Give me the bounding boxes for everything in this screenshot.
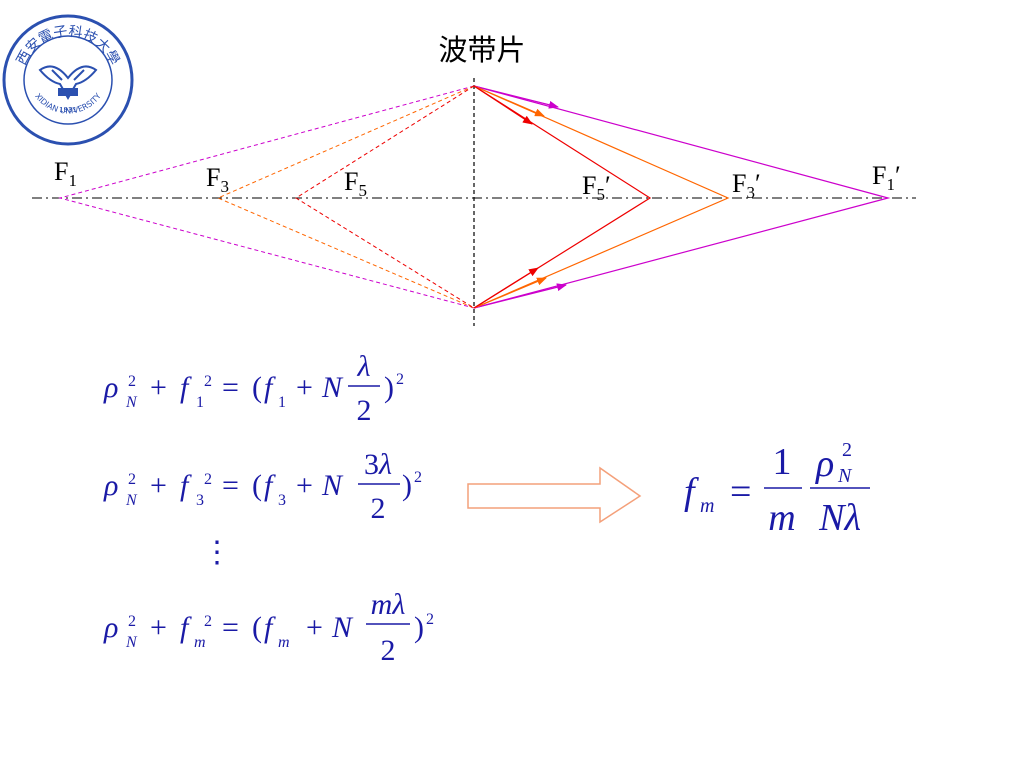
svg-text:mλ: mλ bbox=[371, 588, 406, 621]
svg-text:N: N bbox=[837, 465, 853, 487]
result-equation: f m = 1 m ρ 2 N Nλ bbox=[684, 439, 870, 539]
svg-text:2: 2 bbox=[371, 492, 386, 525]
eagle-emblem-icon bbox=[38, 65, 98, 101]
arrow-top-f3 bbox=[473, 85, 545, 117]
svg-text:Nλ: Nλ bbox=[818, 497, 861, 539]
svg-text:(: ( bbox=[252, 469, 262, 502]
svg-text:2: 2 bbox=[357, 394, 372, 427]
svg-text:f: f bbox=[264, 371, 276, 404]
svg-text:ρ: ρ bbox=[815, 443, 834, 485]
svg-text:): ) bbox=[402, 469, 412, 502]
svg-text:+: + bbox=[150, 371, 167, 404]
svg-text:+: + bbox=[306, 611, 323, 644]
label-f3-prime: F3′ bbox=[732, 169, 761, 202]
vertical-ellipsis: ⋮ bbox=[202, 536, 232, 569]
ray-f1-prime bbox=[473, 85, 891, 309]
svg-text:3λ: 3λ bbox=[364, 448, 392, 481]
svg-text:+: + bbox=[150, 469, 167, 502]
svg-text:ρ: ρ bbox=[103, 371, 118, 404]
svg-text:N: N bbox=[125, 394, 138, 411]
ray-f5-prime bbox=[473, 85, 652, 309]
svg-text:f: f bbox=[684, 471, 699, 513]
logo-year: 1931 bbox=[59, 106, 77, 114]
svg-text:3: 3 bbox=[278, 492, 286, 509]
ray-f3-prime bbox=[473, 85, 730, 309]
svg-text:2: 2 bbox=[426, 611, 434, 628]
arrow-top-f1 bbox=[473, 85, 559, 109]
svg-text:+: + bbox=[296, 469, 313, 502]
svg-text:N: N bbox=[125, 634, 138, 651]
equation-2: ρ 2 N + f 2 3 = ( f 3 + N 3λ 2 ) 2 bbox=[103, 448, 422, 525]
arrow-bot-f5 bbox=[473, 267, 539, 309]
svg-text:f: f bbox=[264, 611, 276, 644]
real-focus-rays bbox=[473, 85, 891, 309]
svg-text:=: = bbox=[222, 371, 239, 404]
svg-text:f: f bbox=[180, 611, 192, 644]
svg-text:m: m bbox=[768, 497, 795, 539]
svg-text:1: 1 bbox=[278, 394, 286, 411]
ray-f3 bbox=[216, 85, 475, 309]
svg-text:+: + bbox=[150, 611, 167, 644]
university-logo: 西安電子科技大學 XIDIAN UNIVERSITY 1931 bbox=[2, 14, 134, 146]
svg-text:f: f bbox=[264, 469, 276, 502]
equation-3: ρ 2 N + f 2 m = ( f m + N mλ 2 ) 2 bbox=[103, 588, 434, 667]
svg-text:N: N bbox=[321, 469, 344, 502]
label-f3: F3 bbox=[206, 163, 229, 196]
svg-text:λ: λ bbox=[357, 350, 371, 383]
svg-text:=: = bbox=[222, 469, 239, 502]
label-f5: F5 bbox=[344, 167, 367, 200]
svg-text:N: N bbox=[331, 611, 354, 644]
ray-arrows bbox=[473, 85, 567, 309]
svg-text:1: 1 bbox=[773, 441, 792, 483]
svg-text:f: f bbox=[180, 469, 192, 502]
label-f5-prime: F5′ bbox=[582, 171, 611, 204]
slide-title: 波带片 bbox=[438, 33, 525, 67]
svg-text:2: 2 bbox=[128, 373, 136, 390]
arrow-bot-f3 bbox=[473, 277, 547, 309]
arrow-bot-f1 bbox=[473, 283, 567, 309]
svg-text:+: + bbox=[296, 371, 313, 404]
label-f1: F1 bbox=[54, 157, 77, 190]
svg-text:3: 3 bbox=[196, 492, 204, 509]
svg-text:): ) bbox=[414, 611, 424, 644]
svg-text:(: ( bbox=[252, 371, 262, 404]
svg-text:m: m bbox=[278, 634, 290, 651]
svg-text:2: 2 bbox=[128, 471, 136, 488]
svg-text:=: = bbox=[730, 471, 751, 513]
svg-text:f: f bbox=[180, 371, 192, 404]
virtual-focus-rays bbox=[58, 85, 475, 309]
svg-text:N: N bbox=[321, 371, 344, 404]
ray-f1 bbox=[58, 85, 475, 309]
svg-text:2: 2 bbox=[128, 613, 136, 630]
arrow-top-f5 bbox=[473, 85, 533, 125]
zone-plate-diagram: F1 F3 F5 F5′ F3′ F1′ bbox=[32, 78, 916, 326]
svg-text:2: 2 bbox=[204, 471, 212, 488]
svg-text:2: 2 bbox=[204, 373, 212, 390]
svg-text:): ) bbox=[384, 371, 394, 404]
implies-arrow-icon bbox=[467, 466, 642, 524]
svg-text:2: 2 bbox=[414, 469, 422, 486]
svg-text:2: 2 bbox=[381, 634, 396, 667]
svg-text:ρ: ρ bbox=[103, 611, 118, 644]
svg-text:1: 1 bbox=[196, 394, 204, 411]
svg-text:2: 2 bbox=[396, 371, 404, 388]
svg-text:=: = bbox=[222, 611, 239, 644]
ray-f5 bbox=[295, 85, 475, 309]
svg-text:2: 2 bbox=[842, 439, 852, 461]
svg-text:m: m bbox=[194, 634, 206, 651]
svg-text:ρ: ρ bbox=[103, 469, 118, 502]
svg-text:2: 2 bbox=[204, 613, 212, 630]
equation-1: ρ 2 N + f 2 1 = ( f 1 + N λ 2 ) 2 bbox=[103, 350, 404, 427]
svg-text:N: N bbox=[125, 492, 138, 509]
label-f1-prime: F1′ bbox=[872, 161, 901, 194]
svg-text:m: m bbox=[700, 495, 714, 517]
svg-text:(: ( bbox=[252, 611, 262, 644]
